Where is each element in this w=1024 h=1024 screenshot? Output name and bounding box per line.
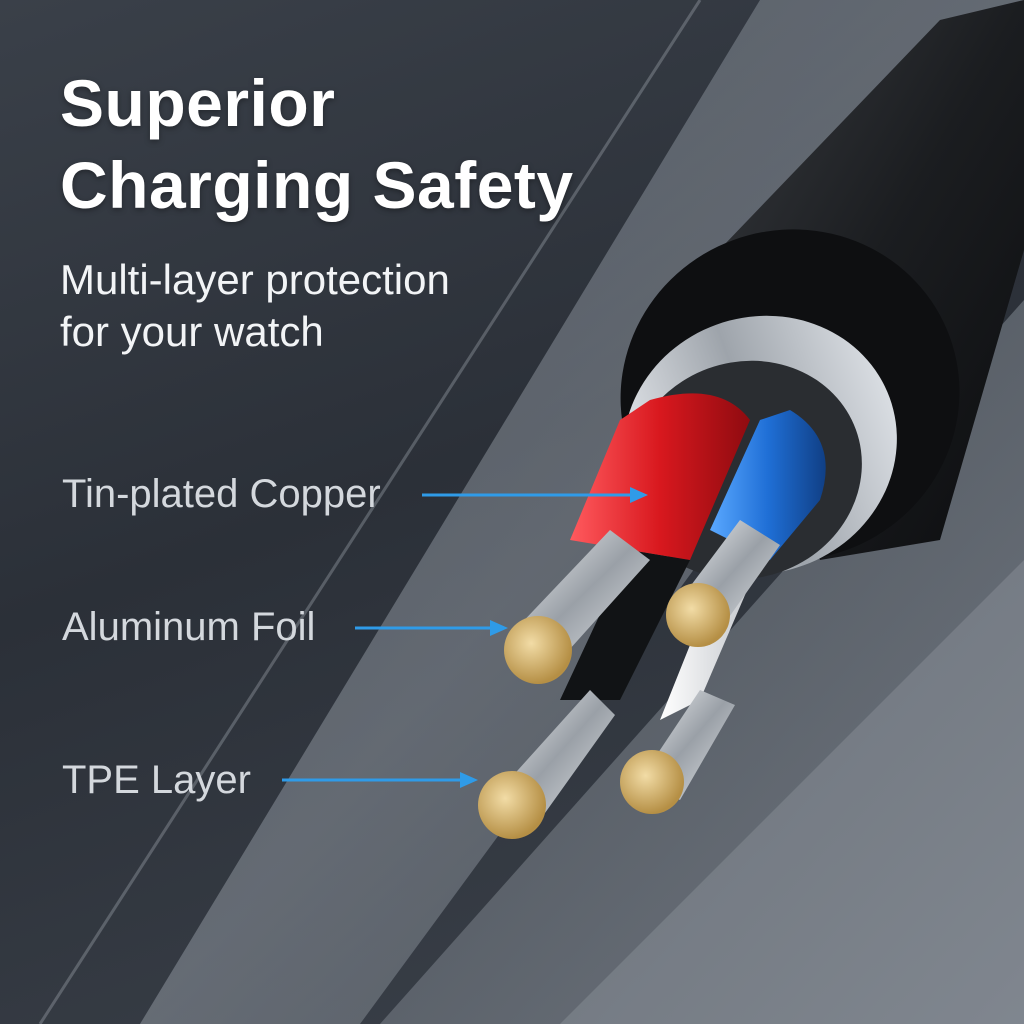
callout-tpe-layer-label: TPE Layer [62, 758, 251, 802]
subheadline: Multi-layer protection for your watch [60, 254, 450, 358]
red-wire-copper-tip [504, 616, 572, 684]
headline: Superior Charging Safety [60, 62, 574, 226]
red-wire [504, 393, 750, 684]
blue-wire-copper-tip [666, 583, 730, 647]
headline-line-2: Charging Safety [60, 148, 574, 222]
white-wire-copper-tip [620, 750, 684, 814]
headline-line-1: Superior [60, 66, 336, 140]
black-wire [478, 550, 690, 839]
arrowhead-tpe-layer [460, 772, 478, 788]
blue-wire [666, 410, 826, 647]
subheadline-line-1: Multi-layer protection [60, 256, 450, 303]
arrowhead-aluminum-foil [490, 620, 508, 636]
callout-aluminum-foil-label: Aluminum Foil [62, 605, 316, 649]
arrowhead-tin-plated-copper [630, 487, 648, 503]
callout-tin-plated-copper-label: Tin-plated Copper [62, 472, 381, 516]
subheadline-line-2: for your watch [60, 308, 324, 355]
black-wire-copper-tip [478, 771, 546, 839]
